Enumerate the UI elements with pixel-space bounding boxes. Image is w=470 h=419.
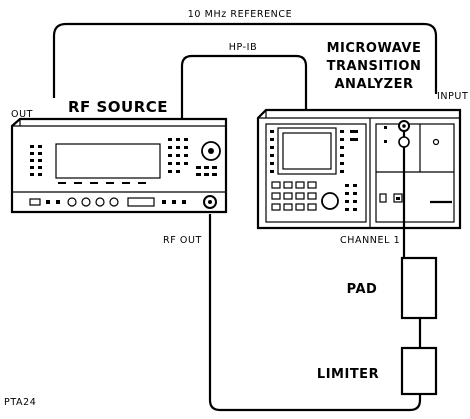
pad-component: PAD — [347, 256, 438, 320]
analyzer-title-line-2: TRANSITION — [327, 59, 422, 74]
reference-label: 10 MHz REFERENCE — [188, 9, 292, 20]
rf-source-title: RF SOURCE — [68, 98, 168, 116]
hpib-cable — [180, 54, 308, 120]
figure-code: PTA24 — [4, 397, 36, 408]
analyzer-title-line-3: ANALYZER — [335, 77, 414, 92]
analyzer-instrument — [256, 108, 462, 230]
rf-source-display — [55, 143, 161, 179]
out-label: OUT — [11, 109, 33, 120]
analyzer-knob-icon — [321, 192, 339, 210]
reference-cable — [52, 22, 438, 98]
hpib-label: HP-IB — [229, 42, 257, 53]
analyzer-title-line-1: MICROWAVE — [327, 41, 422, 56]
rf-source-instrument — [10, 117, 228, 214]
limiter-component: LIMITER — [317, 346, 438, 396]
rf-out-label: RF OUT — [163, 235, 202, 246]
limiter-label: LIMITER — [317, 367, 379, 382]
pad-label: PAD — [347, 282, 378, 297]
rf-out-cable — [208, 214, 422, 412]
input-label: INPUT — [437, 91, 468, 102]
analyzer-screen — [277, 127, 337, 175]
channel-label: CHANNEL 1 — [340, 235, 400, 246]
